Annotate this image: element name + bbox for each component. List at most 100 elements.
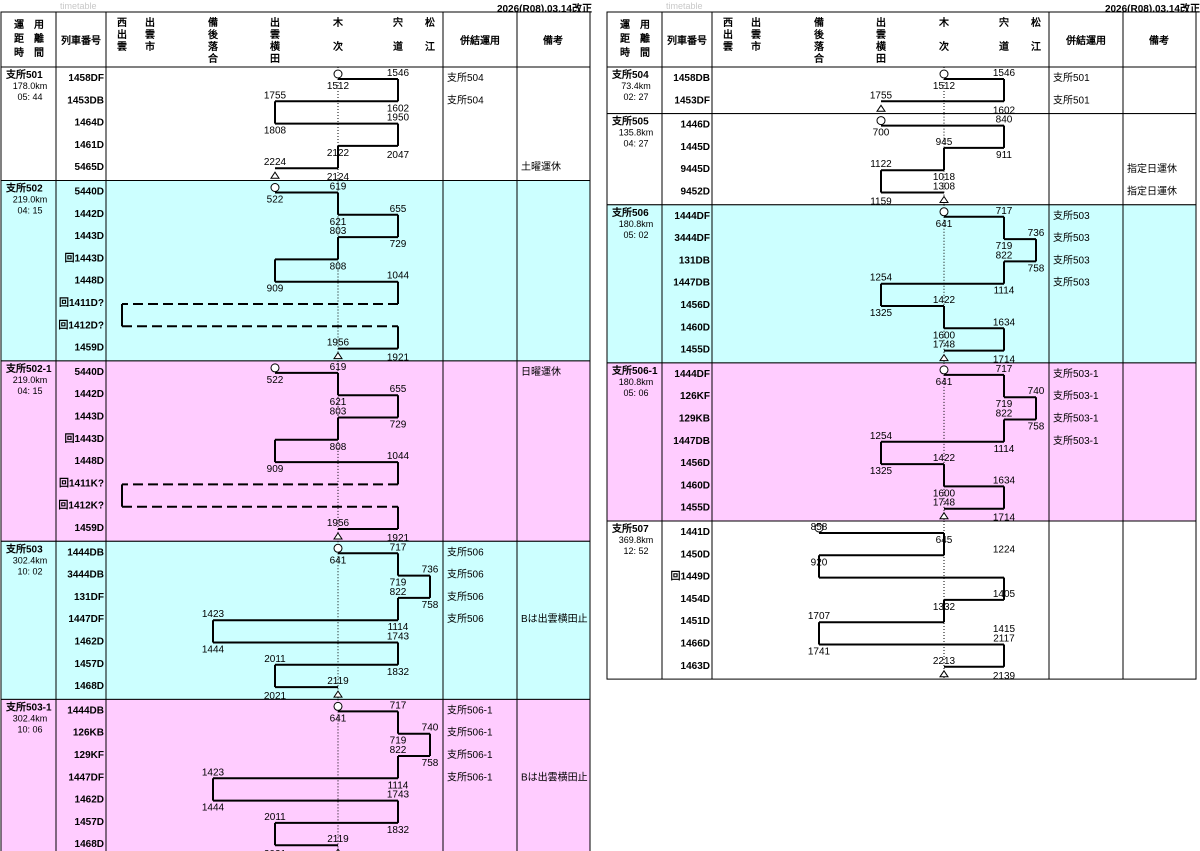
header-station: 合 <box>207 52 219 65</box>
header-station: 備 <box>208 16 218 29</box>
header-station: 落 <box>814 40 825 53</box>
train-number: 1466D <box>681 639 710 650</box>
time-label: 1921 <box>387 353 410 364</box>
train-number: 5440D <box>75 367 104 378</box>
heiketsu-label: 支所504 <box>447 94 484 106</box>
revision-date: 2026(R08).03.14改正 <box>1104 4 1200 15</box>
train-number: 1444DF <box>674 369 710 380</box>
time-label: 1114 <box>388 622 409 633</box>
train-number: 1447DB <box>673 436 710 447</box>
header-station: 備 <box>814 16 824 29</box>
header-station: 道 <box>999 40 1009 53</box>
train-number: 5440D <box>75 187 104 198</box>
time-label: 1602 <box>387 103 410 114</box>
block-time: 05: 06 <box>623 388 648 398</box>
block-name: 支所502 <box>5 182 43 195</box>
time-label: 1018 <box>933 172 956 183</box>
time-label: 822 <box>390 587 407 598</box>
time-label: 822 <box>390 745 407 756</box>
heiketsu-label: 支所506-1 <box>447 727 493 739</box>
block-bg <box>0 698 591 851</box>
train-number: 回1412K? <box>58 500 104 512</box>
header-box <box>606 11 1197 68</box>
time-label: 758 <box>422 600 439 611</box>
time-label: 909 <box>267 464 284 475</box>
train-number: 1463D <box>681 661 710 672</box>
time-label: 522 <box>267 375 284 386</box>
train-number: 1454D <box>681 594 710 605</box>
time-label: 1634 <box>993 317 1016 328</box>
block-name: 支所502-1 <box>5 362 52 375</box>
start-marker-icon <box>814 523 824 533</box>
block-name: 支所506-1 <box>611 364 658 377</box>
left-timetable-panel: timetable 2026(R08).03.14改正 運用距離時間列車番号西出… <box>0 0 592 851</box>
time-label: 1325 <box>870 466 893 477</box>
time-label: 808 <box>330 442 347 453</box>
header-heiketsu: 併結運用 <box>1065 34 1106 47</box>
timetable-grid: 運用距離時間列車番号西出雲出雲市備後落合出雲横田木次宍道松江併結運用備考支所50… <box>0 11 591 851</box>
time-label: 1044 <box>387 451 410 462</box>
header-heiketsu: 併結運用 <box>459 34 500 47</box>
header-station: 後 <box>208 28 219 41</box>
train-number: 131DB <box>679 255 710 266</box>
header-station: 出 <box>270 16 280 29</box>
time-label: 1808 <box>264 126 287 137</box>
train-number: 3444DF <box>674 233 710 244</box>
time-label: 1122 <box>870 159 892 170</box>
train-number: 129KF <box>74 750 104 761</box>
time-label: 1405 <box>993 589 1016 600</box>
start-marker-icon <box>939 365 949 375</box>
block-time: 05: 44 <box>17 92 42 102</box>
header-unyo: 用 <box>33 19 44 31</box>
train-number: 3444DB <box>67 570 104 581</box>
biko-label: Bは出雲横田止 <box>521 612 588 625</box>
header-unyo: 間 <box>34 47 44 59</box>
heiketsu-label: 支所506 <box>447 546 484 558</box>
end-marker-icon <box>333 351 343 360</box>
time-label: 641 <box>330 713 347 724</box>
time-label: 1114 <box>994 444 1015 455</box>
time-label: 840 <box>996 115 1013 126</box>
time-label: 1748 <box>933 340 956 351</box>
train-number: 回1412D? <box>58 319 104 331</box>
train-number: 1451D <box>681 616 710 627</box>
train-number: 1453DB <box>67 95 104 106</box>
end-marker-icon <box>333 690 343 698</box>
train-number: 9445D <box>681 164 710 175</box>
time-label: 619 <box>330 182 347 193</box>
time-label: 2021 <box>264 691 287 702</box>
time-label: 1114 <box>388 780 409 791</box>
header-unyo: 時 <box>14 46 24 59</box>
header-station: 後 <box>814 28 825 41</box>
right-timetable-panel: timetable 2026(R08).03.14改正 運用距離時間列車番号西出… <box>606 0 1200 851</box>
block-distance: 180.8km <box>619 219 654 229</box>
header-station: 西 <box>723 17 733 29</box>
train-number: 1462D <box>75 637 104 648</box>
time-label: 1044 <box>387 271 410 282</box>
time-label: 1832 <box>387 825 410 836</box>
time-label: 2119 <box>327 676 349 687</box>
block-distance: 302.4km <box>13 555 48 565</box>
time-label: 2224 <box>264 157 287 168</box>
time-label: 1422 <box>933 453 956 464</box>
train-number: 1464D <box>75 118 104 129</box>
block-bg <box>0 360 591 542</box>
time-label: 1512 <box>327 81 350 92</box>
header-station: 道 <box>393 40 403 53</box>
time-label: 1755 <box>870 90 893 101</box>
time-label: 717 <box>996 206 1013 217</box>
time-label: 729 <box>390 420 407 431</box>
time-label: 719 <box>390 736 407 747</box>
header-station: 市 <box>751 40 761 53</box>
heiketsu-label: 支所503-1 <box>1053 435 1099 447</box>
time-label: 920 <box>811 557 828 568</box>
time-label: 1748 <box>933 498 956 509</box>
start-marker-icon <box>333 701 343 711</box>
train-number: 9452D <box>681 187 710 198</box>
header-station: 出 <box>145 16 155 29</box>
block-distance: 302.4km <box>13 713 48 723</box>
time-label: 1444 <box>202 645 225 656</box>
block-distance: 180.8km <box>619 377 654 387</box>
time-label: 1956 <box>327 338 350 349</box>
train-number: 1460D <box>681 322 710 333</box>
